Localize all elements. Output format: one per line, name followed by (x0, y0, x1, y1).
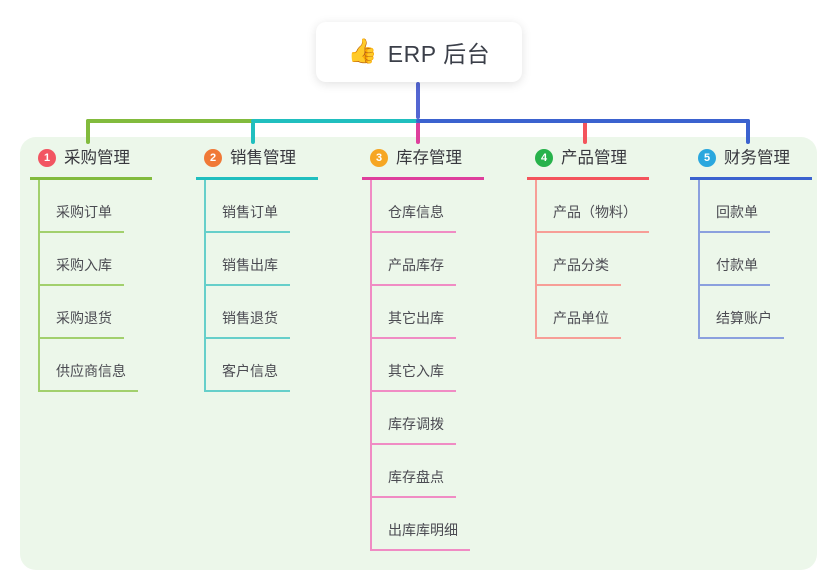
child-node-label: 出库库明细 (370, 520, 470, 551)
branch-children: 仓库信息 产品库存 其它出库 其它入库 库存调拨 库存盘点 出库库明细 (370, 180, 470, 551)
connector-line (86, 119, 255, 123)
branch: 5 财务管理 回款单 付款单 结算账户 (690, 146, 812, 339)
child-node-label: 结算账户 (698, 308, 784, 339)
child-node-label: 采购入库 (38, 255, 124, 286)
root-node[interactable]: 👍 ERP 后台 (316, 22, 522, 82)
branch-number-badge: 2 (204, 149, 222, 167)
branch-number-badge: 4 (535, 149, 553, 167)
child-node[interactable]: 产品分类 (535, 233, 649, 286)
child-node-label: 回款单 (698, 202, 770, 233)
child-node-label: 产品分类 (535, 255, 621, 286)
child-node-label: 付款单 (698, 255, 770, 286)
child-node[interactable]: 销售订单 (204, 180, 290, 233)
child-node[interactable]: 回款单 (698, 180, 784, 233)
child-node-label: 销售退货 (204, 308, 290, 339)
connector-line (583, 119, 587, 144)
child-node-label: 其它入库 (370, 361, 456, 392)
child-node[interactable]: 仓库信息 (370, 180, 470, 233)
child-node[interactable]: 供应商信息 (38, 339, 138, 392)
connector-line (416, 119, 420, 144)
branch: 3 库存管理 仓库信息 产品库存 其它出库 其它入库 库存调拨 库存盘点 出库库… (362, 146, 484, 551)
child-node-label: 采购订单 (38, 202, 124, 233)
child-node[interactable]: 结算账户 (698, 286, 784, 339)
connector-line (251, 119, 255, 144)
child-node[interactable]: 其它入库 (370, 339, 470, 392)
child-node-label: 采购退货 (38, 308, 124, 339)
branch-title[interactable]: 4 产品管理 (527, 146, 649, 180)
child-node[interactable]: 产品库存 (370, 233, 470, 286)
child-node[interactable]: 其它出库 (370, 286, 470, 339)
branch-number-badge: 5 (698, 149, 716, 167)
branch-number-badge: 1 (38, 149, 56, 167)
child-node-label: 其它出库 (370, 308, 456, 339)
branch-children: 采购订单 采购入库 采购退货 供应商信息 (38, 180, 138, 392)
branch: 4 产品管理 产品（物料） 产品分类 产品单位 (527, 146, 649, 339)
branch-children: 回款单 付款单 结算账户 (698, 180, 784, 339)
child-node-label: 产品（物料） (535, 202, 649, 233)
child-node[interactable]: 付款单 (698, 233, 784, 286)
child-node-label: 供应商信息 (38, 361, 138, 392)
connector-line (416, 119, 750, 123)
branch-label: 财务管理 (724, 149, 790, 167)
child-node[interactable]: 销售出库 (204, 233, 290, 286)
child-node[interactable]: 采购订单 (38, 180, 138, 233)
connector-line (416, 82, 420, 119)
child-node-label: 产品单位 (535, 308, 621, 339)
child-node[interactable]: 出库库明细 (370, 498, 470, 551)
branch-label: 产品管理 (561, 149, 627, 167)
child-node[interactable]: 客户信息 (204, 339, 290, 392)
branch-label: 采购管理 (64, 149, 130, 167)
branch-title[interactable]: 3 库存管理 (362, 146, 484, 180)
branch-children: 产品（物料） 产品分类 产品单位 (535, 180, 649, 339)
branch-label: 库存管理 (396, 149, 462, 167)
child-node[interactable]: 采购入库 (38, 233, 138, 286)
connector-line (251, 119, 420, 123)
child-node-label: 仓库信息 (370, 202, 456, 233)
child-node-label: 销售订单 (204, 202, 290, 233)
branch-title[interactable]: 1 采购管理 (30, 146, 152, 180)
child-node-label: 库存盘点 (370, 467, 456, 498)
child-node[interactable]: 采购退货 (38, 286, 138, 339)
branch: 2 销售管理 销售订单 销售出库 销售退货 客户信息 (196, 146, 318, 392)
child-node[interactable]: 库存调拨 (370, 392, 470, 445)
child-node-label: 客户信息 (204, 361, 290, 392)
connector-line (86, 119, 90, 144)
branch-title[interactable]: 5 财务管理 (690, 146, 812, 180)
root-node-label: ERP 后台 (387, 41, 491, 67)
branch-number-badge: 3 (370, 149, 388, 167)
child-node[interactable]: 产品单位 (535, 286, 649, 339)
thumbs-up-icon: 👍 (347, 38, 378, 65)
child-node-label: 产品库存 (370, 255, 456, 286)
child-node[interactable]: 产品（物料） (535, 180, 649, 233)
branch-title[interactable]: 2 销售管理 (196, 146, 318, 180)
child-node[interactable]: 销售退货 (204, 286, 290, 339)
branch-label: 销售管理 (230, 149, 296, 167)
child-node[interactable]: 库存盘点 (370, 445, 470, 498)
branch: 1 采购管理 采购订单 采购入库 采购退货 供应商信息 (30, 146, 152, 392)
child-node-label: 销售出库 (204, 255, 290, 286)
child-node-label: 库存调拨 (370, 414, 456, 445)
branch-children: 销售订单 销售出库 销售退货 客户信息 (204, 180, 290, 392)
connector-line (746, 119, 750, 144)
